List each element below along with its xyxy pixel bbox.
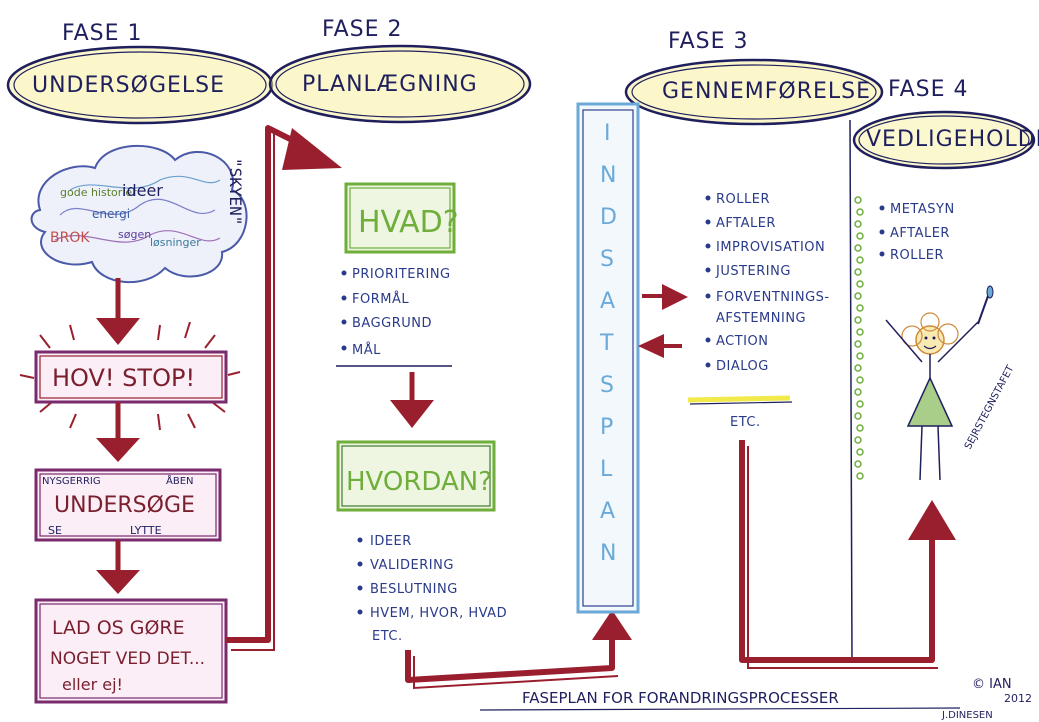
arrow-hvad-to-hvordan (390, 372, 434, 428)
phase3-column-line (849, 119, 853, 661)
plan-letter-3: D (600, 205, 617, 230)
phase3-item-1: ROLLER (716, 192, 770, 207)
stop-text: HOV! STOP! (52, 364, 195, 392)
hvordan-item-2: VALIDERING (370, 558, 454, 573)
arrow-phase3-to-plan (638, 334, 682, 358)
hvordan-box: HVORDAN? (336, 440, 496, 512)
hvordan-text: HVORDAN? (346, 467, 492, 497)
plan-letter-11: N (600, 541, 616, 566)
action-line-2: NOGET VED DET... (50, 649, 205, 669)
footer-author: J.DINESEN (941, 710, 993, 721)
phase-2-title: PLANLÆGNING (302, 72, 478, 97)
hvad-item-2: FORMÅL (352, 291, 409, 307)
investigate-box: NYSGERRIG ÅBEN UNDERSØGE SE LYTTE (34, 468, 222, 542)
hvad-item-3: BAGGRUND (352, 316, 432, 331)
phase3-item-2: AFTALER (716, 216, 776, 231)
stop-burst-lines (19, 321, 241, 431)
hvad-item-4: MÅL (352, 342, 381, 358)
phase-3-title: GENNEMFØRELSE (662, 79, 871, 104)
investigate-listen: LYTTE (130, 524, 162, 537)
action-line-3: eller ej! (62, 675, 123, 694)
phase-2-header: FASE 2 PLANLÆGNING (268, 17, 532, 124)
plan-letter-5: A (600, 289, 615, 314)
stick-figure-icon (885, 285, 994, 481)
arrow-investigate-to-action (96, 540, 140, 594)
arrow-phase3-to-phase4 (739, 440, 956, 669)
hvordan-item-5: ETC. (372, 629, 403, 644)
cloud-word-brok: BROK (50, 230, 90, 246)
phase4-list: METASYN AFTALER ROLLER (879, 202, 955, 263)
phase4-item-2: AFTALER (890, 226, 950, 241)
arrow-phase1-to-phase2 (226, 125, 342, 651)
action-box: LAD OS GØRE NOGET VED DET... eller ej! (34, 598, 228, 704)
phase3-item-5: FORVENTNINGS- (716, 290, 830, 305)
phase-3-header: FASE 3 GENNEMFØRELSE (624, 29, 884, 126)
arrow-phase2-to-plan (405, 610, 632, 690)
hvordan-item-1: IDEER (370, 534, 412, 549)
hvad-text: HVAD? (358, 205, 459, 240)
phase3-list: ROLLER AFTALER IMPROVISATION JUSTERING F… (687, 192, 830, 430)
phase-1-header: FASE 1 UNDERSØGELSE (6, 21, 274, 125)
plan-letter-8: P (600, 415, 613, 440)
cloud-label: "SKYEN" (226, 158, 245, 225)
hvordan-list: IDEER VALIDERING BESLUTNING HVEM, HVOR, … (357, 534, 507, 644)
phase-4-header: FASE 4 VEDLIGEHOLDELSE (852, 77, 1039, 170)
phase3-item-3: IMPROVISATION (716, 240, 825, 255)
hvad-item-1: PRIORITERING (352, 267, 451, 282)
plan-letter-2: N (600, 163, 616, 188)
indsatsplan-letters: I N D S A T S P L A N (599, 121, 617, 566)
phase-3-heading: FASE 3 (668, 29, 749, 54)
cloud: gode historier ideer energi BROK søgen l… (30, 144, 248, 284)
cloud-word-ideas: ideer (122, 181, 163, 200)
phase-2-heading: FASE 2 (322, 17, 403, 42)
phase-4-heading: FASE 4 (888, 77, 969, 102)
cloud-word-search: søgen (118, 228, 151, 241)
arrow-plan-to-phase3 (642, 284, 688, 310)
arrow-cloud-to-stop (96, 278, 140, 345)
investigate-open: ÅBEN (166, 474, 194, 487)
phase-4-title: VEDLIGEHOLDELSE (866, 127, 1039, 152)
phase3-item-7: ACTION (716, 334, 768, 349)
phase3-item-8: DIALOG (716, 359, 769, 374)
phase-1-title: UNDERSØGELSE (32, 73, 225, 98)
cloud-word-energy: energi (92, 207, 130, 221)
stop-box: HOV! STOP! (34, 350, 228, 404)
phase4-item-1: METASYN (890, 202, 955, 217)
hvordan-item-3: BESLUTNING (370, 582, 458, 597)
footer-copyright: © IAN (972, 677, 1012, 692)
plan-letter-9: L (600, 457, 613, 482)
hvad-box: HVAD? (344, 182, 459, 254)
figure-label: SEJRSTEGNSTAFET (963, 363, 1017, 451)
phase4-item-3: ROLLER (890, 248, 944, 263)
cloud-word-solutions: løsninger (150, 236, 201, 249)
phase-1-heading: FASE 1 (62, 21, 143, 46)
action-line-1: LAD OS GØRE (52, 617, 185, 639)
cloud-word-stories: gode historier (60, 186, 137, 199)
plan-letter-10: A (600, 499, 615, 524)
plan-letter-1: I (604, 121, 611, 146)
hvordan-item-4: HVEM, HVOR, HVAD (370, 606, 507, 621)
phase3-item-4: JUSTERING (715, 264, 791, 279)
footer-caption: FASEPLAN FOR FORANDRINGSPROCESSER (522, 689, 839, 707)
investigate-see: SE (48, 524, 62, 537)
plan-letter-4: S (600, 247, 614, 272)
dotted-column (854, 196, 864, 480)
hvad-list: PRIORITERING FORMÅL BAGGRUND MÅL (336, 267, 452, 367)
phase3-item-6: AFSTEMNING (716, 311, 806, 326)
footer-year: 2012 (1004, 692, 1032, 705)
footer: FASEPLAN FOR FORANDRINGSPROCESSER © IAN … (479, 677, 1032, 721)
investigate-main: UNDERSØGE (54, 493, 195, 518)
investigate-curious: NYSGERRIG (42, 476, 101, 487)
plan-letter-7: S (600, 373, 614, 398)
phase3-etc: ETC. (730, 415, 761, 430)
arrow-stop-to-investigate (96, 402, 140, 462)
indsatsplan-column (576, 102, 640, 614)
plan-letter-6: T (599, 331, 614, 356)
